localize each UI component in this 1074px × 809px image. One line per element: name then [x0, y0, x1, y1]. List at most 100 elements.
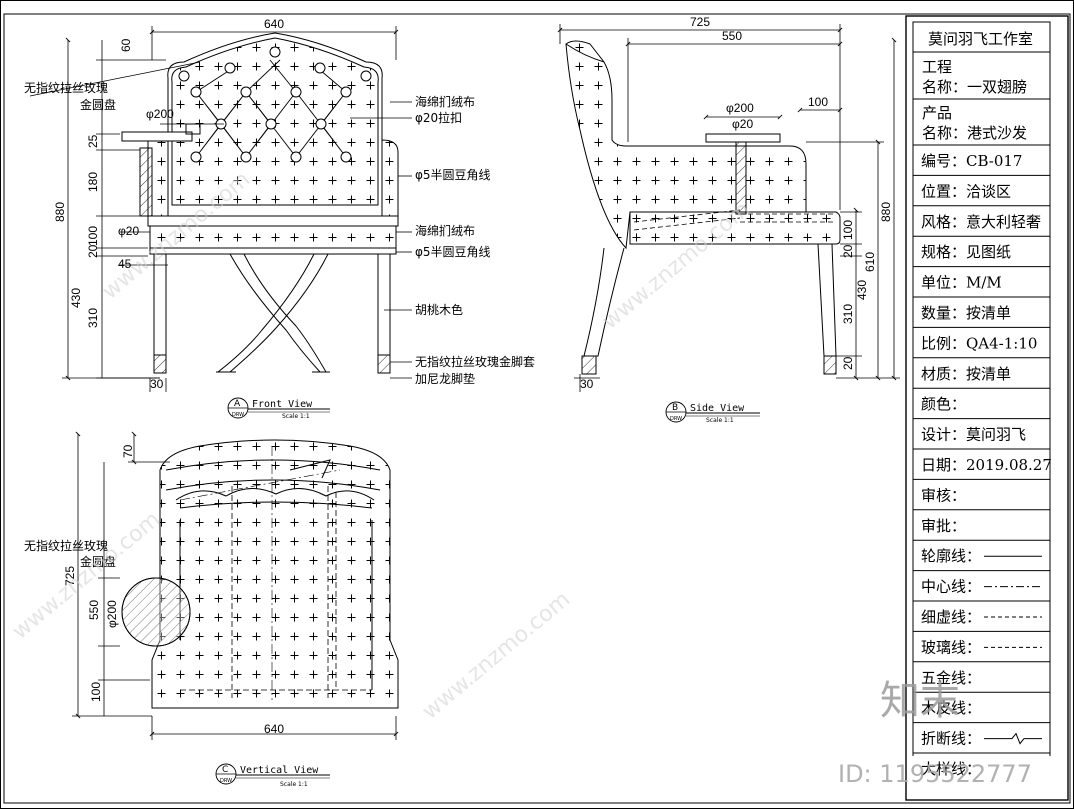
front-note-bead-line-2: φ5半圆豆角线 [415, 245, 491, 259]
legend-row-4: 玻璃线： [921, 638, 981, 656]
title-row-12: 审核： [921, 486, 966, 504]
side-seat [629, 211, 841, 245]
front-dim-60: 60 [119, 38, 133, 52]
side-view-caption: B DRW Side View Scale 1:1 [665, 401, 760, 424]
legend-row-8: 大样线： [921, 760, 981, 778]
top-note-rose-gold-1: 无指纹拉丝玫瑰 [24, 538, 108, 553]
product-value: 名称：港式沙发 [922, 124, 1027, 142]
front-note-rose-gold-plate-1: 无指纹拉丝玫瑰 [24, 80, 108, 95]
front-note-rose-gold-plate-2: 金圆盘 [80, 97, 116, 112]
front-dim-880: 880 [53, 202, 67, 222]
side-dim-20: 20 [841, 244, 855, 258]
side-dim-phi20: φ20 [732, 117, 753, 131]
vertical-notes: 无指纹拉丝玫瑰 金圆盘 [24, 538, 116, 569]
watermark-id: ID: 1195522777 [838, 760, 1032, 788]
front-note-sponge-velvet: 海绵扪绒布 [415, 94, 475, 109]
top-badge-sub: DRW [220, 778, 232, 784]
front-caption-text: Front View [252, 399, 313, 410]
front-dim-phi200: φ200 [146, 107, 174, 121]
side-caption-text: Side View [690, 403, 745, 414]
legend-row-6: 木皮线： [921, 699, 981, 717]
front-badge-sub: DRW [232, 412, 244, 418]
front-caption-scale: Scale 1:1 [282, 413, 310, 420]
vertical-dimensions [72, 431, 399, 740]
top-caption-scale: Scale 1:1 [280, 781, 308, 788]
side-dim-430: 430 [855, 280, 869, 300]
front-dim-310: 310 [86, 308, 100, 328]
front-dim-width: 640 [264, 17, 284, 31]
top-dim-100: 100 [89, 682, 103, 702]
front-note-nylon-pad: 加尼龙脚垫 [415, 371, 475, 386]
side-dim-100: 100 [808, 95, 828, 109]
side-dim-725: 725 [690, 15, 710, 29]
product-label: 产品 [922, 104, 952, 122]
front-view-caption: A DRW Front View Scale 1:1 [227, 397, 330, 420]
side-dim-310: 310 [841, 304, 855, 324]
legend-sample-break [984, 732, 1042, 745]
top-seat [151, 439, 399, 709]
front-badge-letter: A [234, 399, 241, 409]
vertical-view-caption: C DRW Vertical View Scale 1:1 [215, 763, 330, 788]
title-row-9: 颜色： [921, 395, 966, 413]
title-row-8: 材质：按清单 [921, 365, 1011, 383]
side-dim-100v: 100 [841, 220, 855, 240]
front-note-walnut: 胡桃木色 [415, 302, 463, 317]
front-notes: 无指纹拉丝玫瑰 金圆盘 海绵扪绒布 φ20拉扣 φ5半圆豆角线 海绵扪绒布 φ5… [24, 80, 535, 386]
side-dim-550: 550 [722, 29, 742, 43]
project-value: 名称：一双翅膀 [922, 78, 1027, 96]
vertical-view [121, 439, 399, 709]
top-dim-phi200: φ200 [105, 600, 119, 628]
title-row-1: 编号：CB-017 [921, 152, 1022, 170]
title-row-10: 设计：莫问羽飞 [921, 426, 1026, 444]
legend-row-7: 折断线： [921, 730, 981, 748]
legend-row-2: 中心线： [921, 578, 981, 596]
front-dim-20: 20 [86, 244, 100, 258]
title-row-11: 日期：2019.08.27 [921, 456, 1052, 474]
title-block-text: 莫问羽飞工作室 工程 名称：一双翅膀 产品 名称：港式沙发 编号：CB-017 位… [921, 30, 1052, 778]
front-dim-100: 100 [86, 226, 100, 246]
title-row-5: 单位：M/M [921, 274, 1002, 292]
front-dim-430: 430 [69, 288, 83, 308]
front-dim-labels: 640 60 25 180 880 100 20 430 310 30 φ200… [53, 17, 284, 391]
project-label: 工程 [922, 58, 952, 76]
side-badge-sub: DRW [670, 416, 682, 422]
title-row-7: 比例：QA4-1:10 [921, 334, 1037, 352]
front-view [121, 32, 399, 374]
front-note-pull-button: φ20拉扣 [415, 110, 462, 125]
top-caption-text: Vertical View [240, 765, 319, 776]
side-dim-labels: 725 550 φ200 φ20 100 880 610 100 20 430 … [580, 15, 893, 391]
top-dim-70: 70 [121, 444, 135, 458]
front-dimensions [29, 26, 412, 392]
watermark-brand: 知末 [880, 678, 960, 724]
vertical-dim-labels: 70 725 550 φ200 100 640 [63, 444, 284, 736]
side-badge-letter: B [672, 403, 678, 413]
legend-row-3: 细虚线： [921, 608, 981, 626]
side-dim-20b: 20 [841, 356, 855, 370]
studio-name: 莫问羽飞工作室 [928, 30, 1033, 48]
side-dim-30: 30 [580, 377, 594, 391]
front-dim-45: 45 [118, 257, 132, 271]
title-block [905, 15, 1069, 801]
title-row-4: 规格：见图纸 [921, 243, 1011, 261]
front-note-foot-cover: 无指纹拉丝玫瑰金脚套 [415, 354, 535, 369]
front-dim-180: 180 [86, 172, 100, 192]
side-dimensions [557, 24, 900, 392]
front-dim-25: 25 [86, 134, 100, 148]
side-dim-610: 610 [863, 252, 877, 272]
front-note-bead-line: φ5半圆豆角线 [415, 168, 491, 182]
top-dim-width: 640 [264, 722, 284, 736]
front-dim-phi20: φ20 [118, 224, 139, 238]
inner-frame [3, 13, 1071, 804]
top-note-rose-gold-2: 金圆盘 [80, 554, 116, 569]
top-dim-550: 550 [87, 600, 101, 620]
side-caption-scale: Scale 1:1 [706, 417, 734, 424]
watermark-url-4: www.znzmo.com [418, 587, 575, 725]
side-dim-880: 880 [879, 202, 893, 222]
title-row-2: 位置：洽谈区 [921, 182, 1011, 200]
legend-row-1: 轮廓线： [921, 547, 981, 565]
title-row-6: 数量：按清单 [921, 304, 1011, 322]
top-badge-letter: C [222, 765, 228, 775]
front-dim-30: 30 [150, 377, 164, 391]
title-row-13: 审批： [921, 517, 966, 535]
